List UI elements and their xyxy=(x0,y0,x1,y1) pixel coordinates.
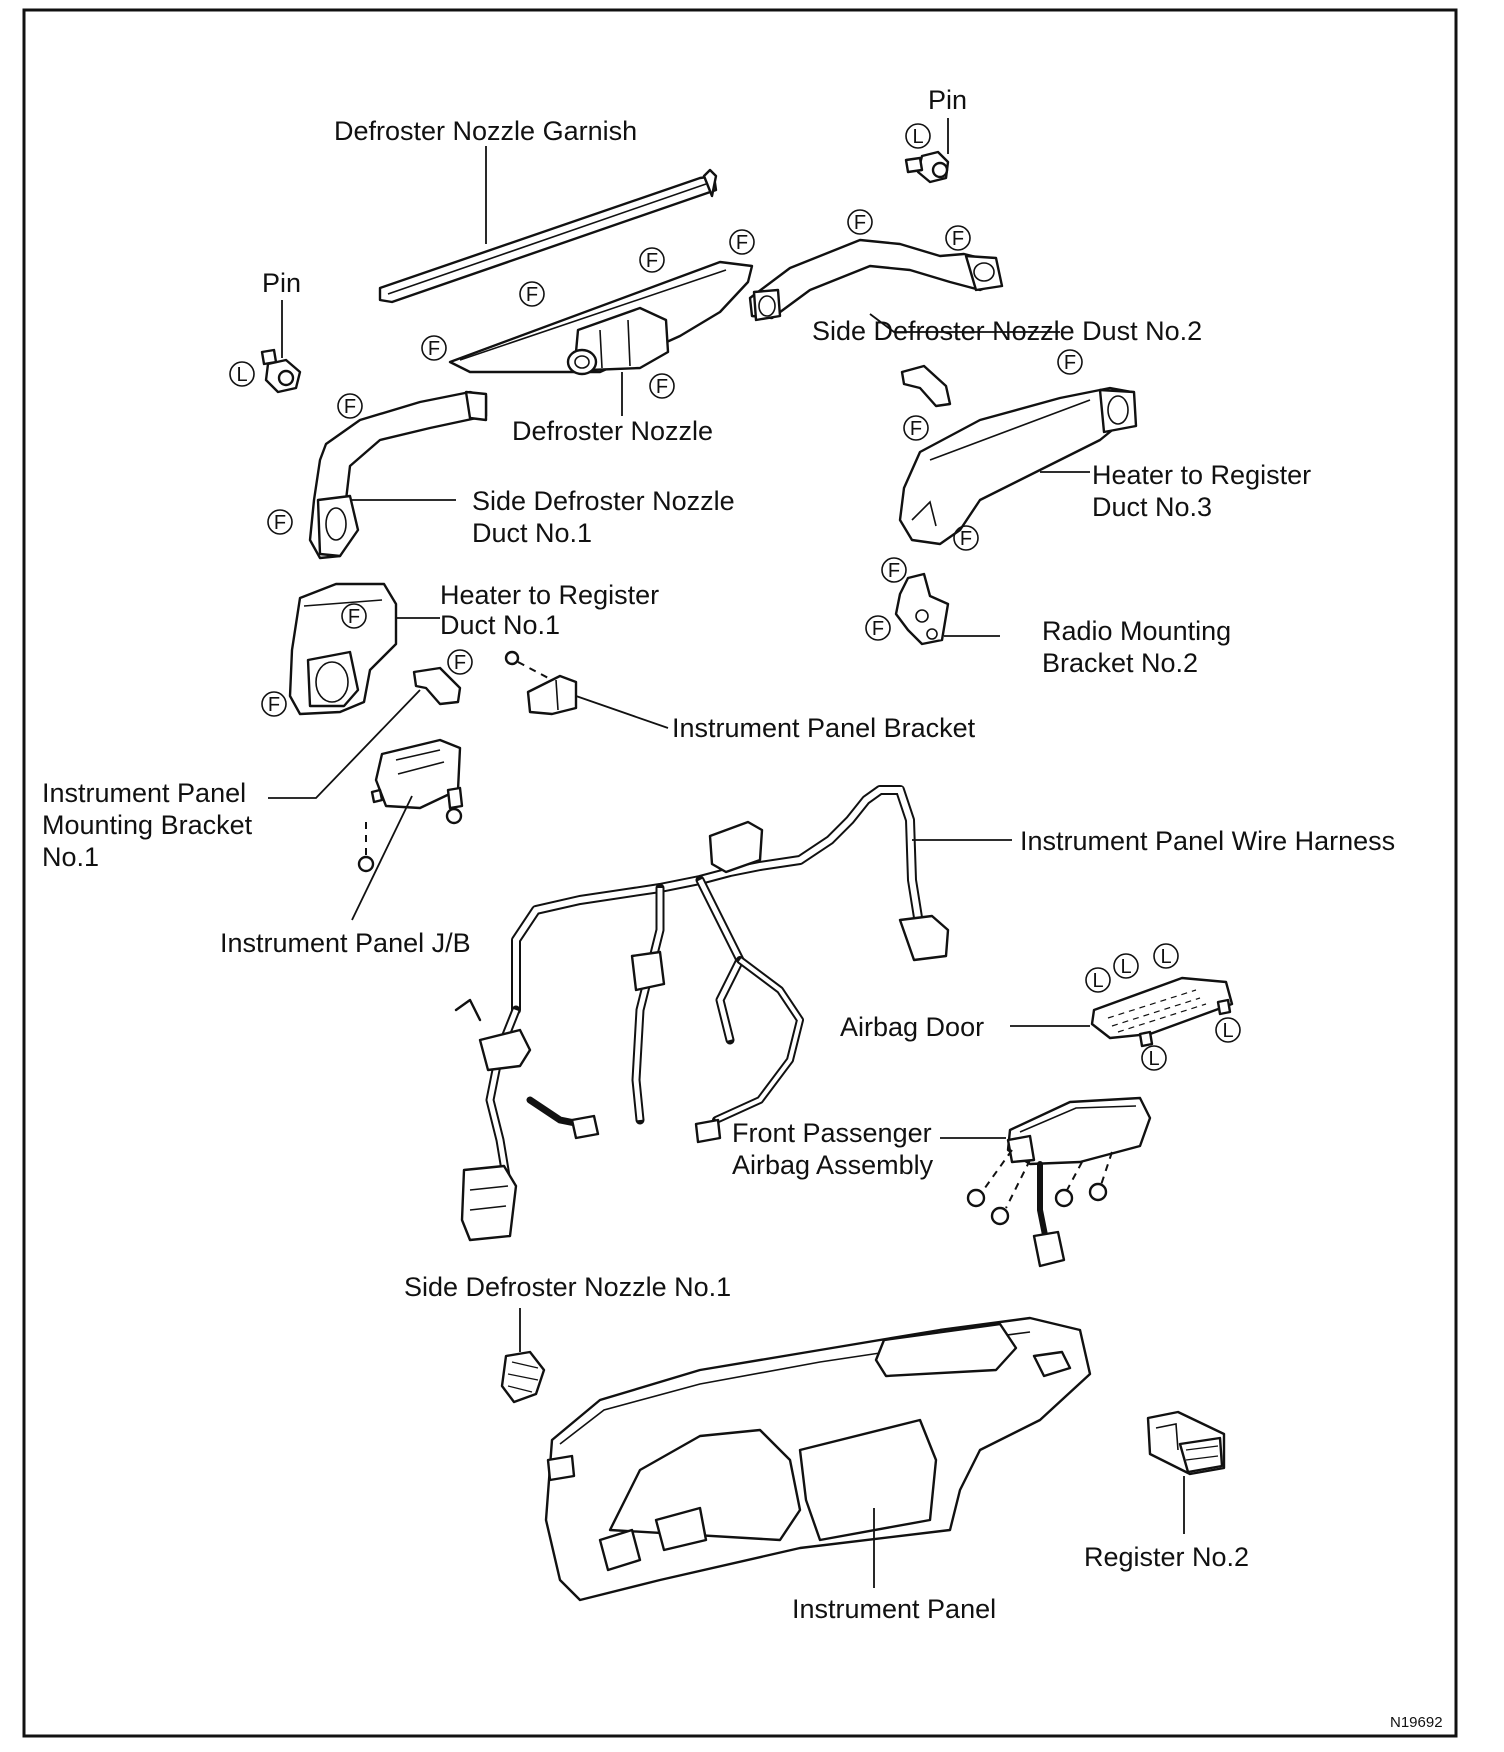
marker-f-10: F xyxy=(1057,349,1083,375)
side-defroster-nozzle-no1-part xyxy=(500,1350,546,1404)
svg-text:L: L xyxy=(1120,956,1131,978)
svg-text:F: F xyxy=(454,652,466,674)
svg-text:F: F xyxy=(274,512,286,534)
heater-register-duct-no1-part xyxy=(288,582,398,716)
label-ip-mounting-bracket-l3: No.1 xyxy=(42,842,99,872)
label-front-passenger-airbag-l2: Airbag Assembly xyxy=(732,1150,934,1180)
svg-text:F: F xyxy=(952,228,964,250)
label-register-no2: Register No.2 xyxy=(1084,1542,1249,1572)
svg-text:F: F xyxy=(646,250,658,272)
heater-register-duct-no3-part xyxy=(898,386,1138,546)
instrument-panel-wire-harness-part xyxy=(454,785,950,1242)
marker-f-17: F xyxy=(865,615,891,641)
svg-text:F: F xyxy=(656,376,668,398)
marker-f-6: F xyxy=(847,209,873,235)
svg-text:L: L xyxy=(1222,1020,1233,1042)
figure-code: N19692 xyxy=(1390,1714,1443,1731)
label-ip-mounting-bracket-l1: Instrument Panel xyxy=(42,778,246,808)
marker-f-4: F xyxy=(421,335,447,361)
label-heater-register-duct-no1-l2: Duct No.1 xyxy=(440,610,560,640)
register-no2-part xyxy=(1146,1410,1226,1476)
marker-l-4: L xyxy=(1113,953,1139,979)
label-ip-wire-harness: Instrument Panel Wire Harness xyxy=(1020,826,1395,856)
svg-text:F: F xyxy=(344,396,356,418)
marker-f-2: F xyxy=(639,247,665,273)
label-side-defroster-nozzle-duct-no1-l1: Side Defroster Nozzle xyxy=(472,486,735,516)
svg-text:F: F xyxy=(872,618,884,640)
instrument-panel-bracket-part xyxy=(504,650,578,716)
svg-text:L: L xyxy=(1092,970,1103,992)
label-instrument-panel: Instrument Panel xyxy=(792,1594,996,1624)
label-pin-left: Pin xyxy=(262,268,301,298)
label-radio-mounting-bracket-l2: Bracket No.2 xyxy=(1042,648,1198,678)
marker-f-11: F xyxy=(903,415,929,441)
label-heater-register-duct-no3-l1: Heater to Register xyxy=(1092,460,1311,490)
radio-mounting-bracket-part xyxy=(894,572,950,646)
marker-f-14: F xyxy=(261,691,287,717)
ip-mounting-bracket-part xyxy=(412,666,462,706)
marker-f-8: F xyxy=(337,393,363,419)
marker-l-7: L xyxy=(1215,1017,1241,1043)
label-front-passenger-airbag-l1: Front Passenger xyxy=(732,1118,932,1148)
label-side-defroster-nozzle-dust-no2: Side Defroster Nozzle Dust No.2 xyxy=(812,316,1202,346)
callout-labels: Defroster Nozzle Garnish Pin Pin Side De… xyxy=(42,85,1443,1731)
label-defroster-nozzle-garnish: Defroster Nozzle Garnish xyxy=(334,116,637,146)
marker-l-3: L xyxy=(1085,967,1111,993)
defroster-nozzle-garnish-part xyxy=(378,168,718,304)
marker-f-15: F xyxy=(447,649,473,675)
marker-l-2: L xyxy=(229,361,255,387)
side-defroster-nozzle-duct-no1-part xyxy=(308,390,488,560)
label-side-defroster-nozzle-duct-no1-l2: Duct No.1 xyxy=(472,518,592,548)
marker-f-13: F xyxy=(341,603,367,629)
instrument-panel-jb-part xyxy=(357,738,464,873)
label-ip-jb: Instrument Panel J/B xyxy=(220,928,471,958)
marker-f-7: F xyxy=(945,225,971,251)
svg-text:L: L xyxy=(1148,1048,1159,1070)
pin-left-part xyxy=(260,348,302,394)
svg-text:L: L xyxy=(912,126,923,148)
instrument-panel-part xyxy=(544,1316,1092,1602)
front-passenger-airbag-part xyxy=(966,1096,1152,1268)
side-defroster-nozzle-dust-no2-part xyxy=(748,238,1004,322)
svg-text:F: F xyxy=(1064,352,1076,374)
airbag-door-part xyxy=(1090,976,1234,1048)
defroster-nozzle-part xyxy=(448,260,754,376)
svg-text:F: F xyxy=(888,560,900,582)
label-defroster-nozzle: Defroster Nozzle xyxy=(512,416,713,446)
label-airbag-door: Airbag Door xyxy=(840,1012,984,1042)
svg-text:F: F xyxy=(736,232,748,254)
fastener-markers: F F F F F F F F F F F F F F F F F L L L … xyxy=(229,123,1241,1071)
svg-text:F: F xyxy=(268,694,280,716)
marker-f-1: F xyxy=(729,229,755,255)
svg-text:F: F xyxy=(348,606,360,628)
small-bracket-part xyxy=(900,364,952,408)
svg-text:F: F xyxy=(910,418,922,440)
marker-f-5: F xyxy=(649,373,675,399)
label-radio-mounting-bracket-l1: Radio Mounting xyxy=(1042,616,1231,646)
marker-l-6: L xyxy=(1141,1045,1167,1071)
label-heater-register-duct-no1-l1: Heater to Register xyxy=(440,580,659,610)
leader-lines xyxy=(268,118,1185,1588)
pin-top-part xyxy=(904,150,950,184)
svg-text:F: F xyxy=(526,284,538,306)
figure-frame xyxy=(22,8,1458,1738)
marker-f-9: F xyxy=(267,509,293,535)
svg-text:F: F xyxy=(960,528,972,550)
label-ip-mounting-bracket-l2: Mounting Bracket xyxy=(42,810,253,840)
label-instrument-panel-bracket: Instrument Panel Bracket xyxy=(672,713,976,743)
marker-f-12: F xyxy=(953,525,979,551)
marker-l-5: L xyxy=(1153,943,1179,969)
marker-f-3: F xyxy=(519,281,545,307)
marker-l-1: L xyxy=(905,123,931,149)
marker-f-16: F xyxy=(881,557,907,583)
label-pin-top: Pin xyxy=(928,85,967,115)
svg-text:F: F xyxy=(428,338,440,360)
svg-text:L: L xyxy=(1160,946,1171,968)
label-heater-register-duct-no3-l2: Duct No.3 xyxy=(1092,492,1212,522)
svg-text:L: L xyxy=(236,364,247,386)
label-side-defroster-nozzle-no1: Side Defroster Nozzle No.1 xyxy=(404,1272,731,1302)
svg-text:F: F xyxy=(854,212,866,234)
